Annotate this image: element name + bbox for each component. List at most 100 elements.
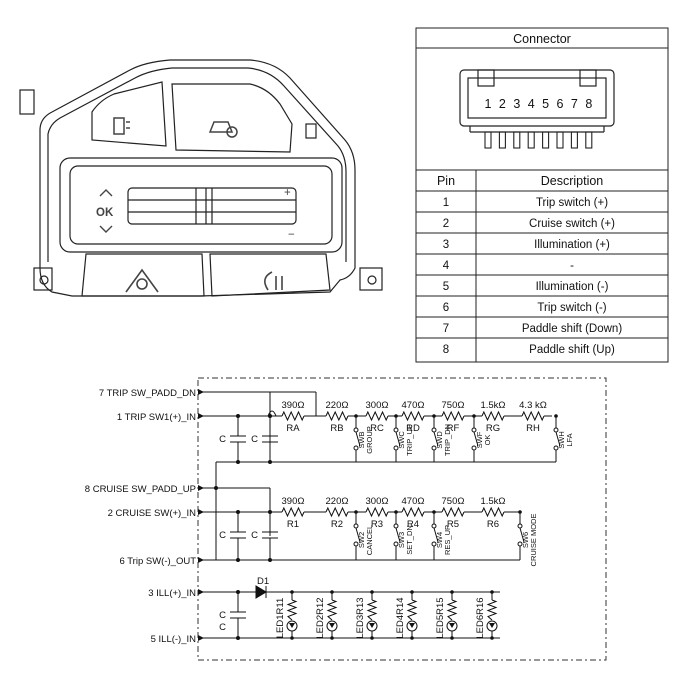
trip-switch-function: TRIP_UP [405, 424, 414, 456]
trip-resistor-name: RC [370, 423, 384, 434]
led-label: LED4R14 [395, 597, 406, 638]
connector-pin [484, 131, 492, 149]
trip-resistor-value: 750Ω [442, 400, 465, 411]
schematic-boundary [197, 377, 607, 661]
trip-resistor-name: RF [447, 423, 460, 434]
connector-pin [498, 131, 506, 149]
trip-resistor-value: 220Ω [326, 400, 349, 411]
table-row-description: Trip switch (+) [536, 197, 608, 209]
switch-blade [355, 527, 361, 543]
resistor-symbol [401, 410, 425, 422]
car-distance-icon [208, 121, 238, 138]
led-label: LED6R16 [475, 597, 486, 638]
led-resistor-symbol [326, 599, 338, 621]
led-diode-mark [289, 623, 295, 628]
diode-d1 [255, 585, 267, 599]
junction-dot [354, 510, 358, 514]
trip-resistor-value: 1.5kΩ [480, 400, 505, 411]
junction-dot [518, 510, 522, 514]
cruise-resistor-name: R6 [487, 519, 499, 530]
cruise-resistor-value: 750Ω [442, 496, 465, 507]
cap-label-6: C [219, 622, 226, 633]
connector-pin [513, 131, 521, 149]
junction-dot [490, 590, 494, 594]
led-resistor-symbol [286, 599, 298, 621]
table-row-pin: 5 [443, 281, 449, 293]
connector-pin [542, 131, 550, 149]
resistor-symbol [281, 506, 305, 518]
plus-label: + [284, 187, 291, 199]
resistor-symbol [521, 410, 545, 422]
switch-contact [471, 427, 477, 433]
led-diode-mark [369, 623, 375, 628]
junction-dot [394, 510, 398, 514]
table-row-pin: 1 [443, 197, 449, 209]
pin-number-label: 6 [557, 97, 564, 111]
junction-dot [290, 590, 294, 594]
trip-resistor-name: RB [330, 423, 343, 434]
led-diode-mark [329, 623, 335, 628]
cruise-switch-name: SW3 [397, 532, 406, 548]
junction-dot [472, 414, 476, 418]
trip-switch-name: SWB [357, 431, 366, 448]
cruise-resistor-value: 390Ω [282, 496, 305, 507]
trip-resistor-value: 390Ω [282, 400, 305, 411]
cruise-resistor-name: R3 [371, 519, 383, 530]
switch-blade [355, 431, 361, 447]
trip-switch-name: SWD [435, 431, 444, 449]
switch-blade [395, 527, 401, 543]
trip-switch-name: SWC [397, 431, 406, 449]
led-label: LED3R13 [355, 597, 366, 638]
down-arrow-icon [99, 225, 113, 233]
junction-dot [450, 590, 454, 594]
resistor-symbol [401, 506, 425, 518]
cruise-switch-function: RES_UP [443, 525, 452, 555]
junction-dot [394, 414, 398, 418]
switch-contact [431, 523, 437, 529]
switch-contact [353, 523, 359, 529]
resistor-symbol [365, 410, 389, 422]
trip-switch-name: SWF [475, 431, 484, 448]
cruise-resistor-name: R4 [407, 519, 419, 530]
table-row-pin: 8 [443, 344, 449, 356]
connector-pin [527, 131, 535, 149]
lane-assist-icon [125, 268, 159, 293]
cap-label-4: C [251, 530, 258, 541]
table-row-pin: 2 [443, 218, 449, 230]
resistor-symbol [441, 410, 465, 422]
connector-drawing [459, 69, 615, 133]
led-resistor-symbol [366, 599, 378, 621]
info-icon [113, 117, 130, 135]
resistor-symbol [325, 410, 349, 422]
cruise-resistor-value: 470Ω [402, 496, 425, 507]
table-row-description: - [570, 260, 574, 272]
cruise-resistor-value: 1.5kΩ [480, 496, 505, 507]
junction-dot [432, 510, 436, 514]
switch-blade [519, 527, 525, 543]
header-description: Description [541, 174, 604, 188]
cap-label-3: C [219, 530, 226, 541]
cruise-switch-name: SW2 [357, 532, 366, 548]
table-row-description: Trip switch (-) [537, 302, 606, 314]
led-label: LED2R12 [315, 597, 326, 638]
header-pin: Pin [437, 174, 455, 188]
cruise-resistor-name: R5 [447, 519, 459, 530]
resistor-symbol [441, 506, 465, 518]
table-row-pin: 3 [443, 239, 449, 251]
trip-switch-function: LFA [565, 433, 574, 446]
trip-resistor-value: 300Ω [366, 400, 389, 411]
pin-number-label: 2 [499, 97, 506, 111]
trip-switch-function: GROUP [365, 426, 374, 454]
trip-switch-function: OK [483, 435, 492, 446]
resistor-symbol [481, 506, 505, 518]
resistor-symbol [365, 506, 389, 518]
minus-label: − [288, 229, 295, 241]
trip-resistor-name: RG [486, 423, 500, 434]
resistor-symbol [281, 410, 305, 422]
switch-blade [433, 431, 439, 447]
up-arrow-icon [99, 189, 113, 197]
diode-label: D1 [257, 576, 269, 587]
junction-dot [554, 414, 558, 418]
label-cruise-sw: 2 CRUISE SW(+)_IN [108, 508, 197, 519]
